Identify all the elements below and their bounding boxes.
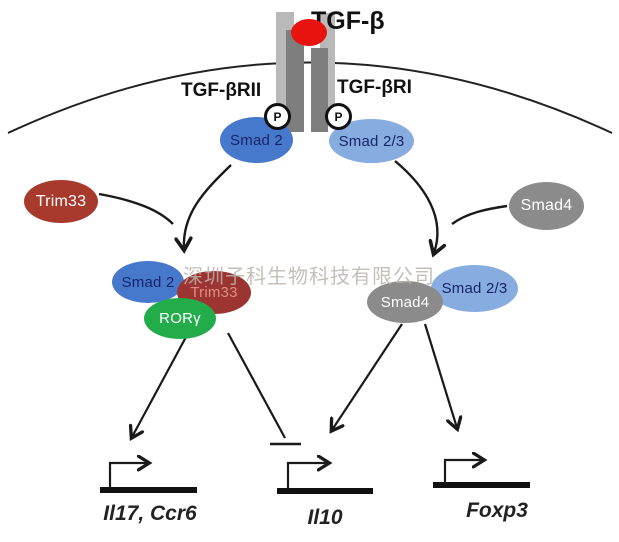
smad4-node: Smad4 [509,182,584,230]
complex-rorgamma-node: RORγ [144,298,216,339]
gene-label-il10: Il10 [307,506,343,529]
arrow-smad4complex-to-il10 [332,323,403,430]
receptor2-inner-bar [286,30,304,132]
arrow-smad4complex-to-foxp3 [423,323,457,428]
tgf-beta-rii-label: TGF-βRII [181,80,262,101]
arrow-complex-to-il17 [132,336,187,437]
line-smad4-to-complex [451,204,508,225]
complex-trim33-node: Trim33 [177,271,251,314]
phospho-badge-left: P [264,103,291,130]
complex-smad23-node: Smad 2/3 [431,265,518,312]
complex-smad4-node: Smad4 [367,281,443,323]
receptor1-inner-bar [311,48,328,132]
transcription-arrow-foxp3 [443,460,483,483]
arrow-smad23-to-complex [394,160,437,253]
arrow-smad2-to-complex [184,164,232,249]
tgf-beta-ri-label: TGF-βRI [337,77,412,98]
cell-membrane-line [7,61,613,134]
transcription-arrow-il10 [286,463,328,489]
gene-label-foxp3: Foxp3 [466,499,528,522]
gene-label-il17-ccr6: Il17, Ccr6 [103,502,197,525]
transcription-arrow-il17 [108,463,148,488]
smad23-node: Smad 2/3 [329,119,414,163]
tgf-beta-ligand-oval [291,19,327,46]
complex-smad2-node: Smad 2 [112,261,184,303]
line-trim33-to-complex [98,192,174,225]
phospho-badge-right: P [325,103,352,130]
trim33-node: Trim33 [24,180,98,223]
inhibit-line-complex-to-il10 [227,332,286,439]
